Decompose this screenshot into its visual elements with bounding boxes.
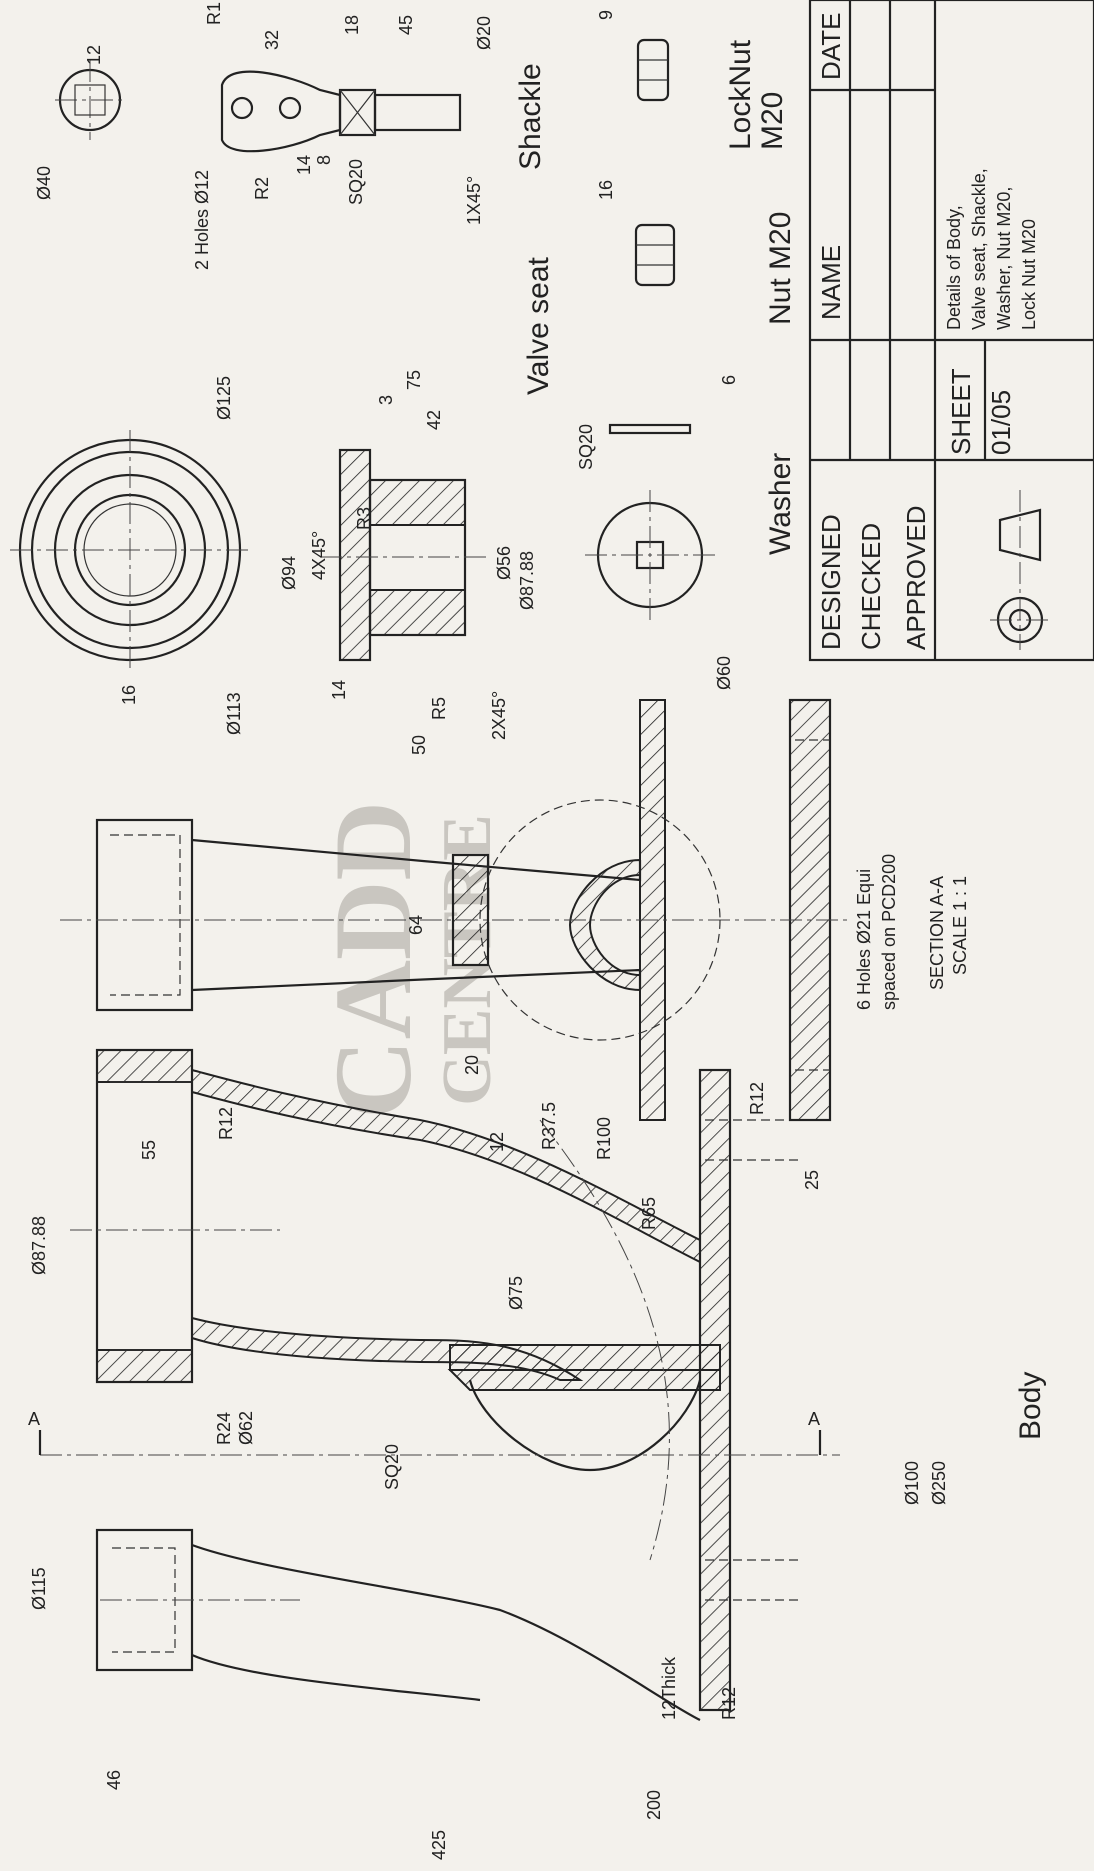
note-12thick: 12Thick: [659, 1656, 679, 1720]
dim-46: 46: [104, 1770, 124, 1790]
washer-view: SQ20 6 Ø60 Washer: [576, 375, 797, 690]
dim-12: 12: [487, 1132, 507, 1152]
dim-55: 55: [139, 1140, 159, 1160]
vs-dim-14: 14: [329, 680, 349, 700]
washer-dim-d60: Ø60: [714, 656, 734, 690]
locknut-view: 9 LockNut M20: [596, 10, 789, 150]
shackle-dim-d20: Ø20: [474, 16, 494, 50]
dim-r100: R100: [594, 1117, 614, 1160]
shackle-dim-12: 12: [84, 45, 104, 65]
vs-dim-d8788: Ø87.88: [517, 551, 537, 610]
nut-view: 16 Nut M20: [596, 180, 797, 325]
dim-64: 64: [406, 915, 426, 935]
shackle-dim-45: 45: [396, 15, 416, 35]
title-block: DESIGNED CHECKED APPROVED NAME DATE SHEE…: [808, 0, 1094, 662]
section-title-line1: SECTION A-A: [927, 876, 947, 990]
shackle-dim-sq20: SQ20: [346, 159, 366, 205]
tb-desc-line2: Valve seat, Shackle,: [969, 168, 989, 330]
section-view: [60, 698, 850, 1122]
watermark-line1: CADD: [312, 801, 434, 1119]
dim-r375: R37.5: [539, 1102, 559, 1150]
dim-r65: R65: [639, 1197, 659, 1230]
shackle-view: Ø40 12 2 Holes Ø12 R2 14 8 SQ20 1X45° 32…: [34, 2, 547, 270]
tb-desc-line4: Lock Nut M20: [1019, 219, 1039, 330]
section-marker-bottom: A: [808, 1409, 820, 1429]
vs-dim-75: 75: [404, 370, 424, 390]
nut-dim-16: 16: [596, 180, 616, 200]
vs-dim-2x45: 2X45°: [489, 691, 509, 740]
washer-dim-sq20: SQ20: [576, 424, 596, 470]
projection-symbol-icon: [990, 490, 1050, 650]
dim-425: 425: [429, 1830, 449, 1860]
label-nut: Nut M20: [764, 212, 797, 325]
dim-d250: Ø250: [929, 1461, 949, 1505]
vs-dim-42: 42: [424, 410, 444, 430]
label-shackle: Shackle: [514, 63, 547, 170]
vs-dim-4x45: 4X45°: [309, 531, 329, 580]
note-holes-line2: spaced on PCD200: [879, 854, 899, 1010]
tb-approved: APPROVED: [901, 506, 931, 651]
locknut-dim-9: 9: [596, 10, 616, 20]
dim-d125: Ø125: [214, 376, 234, 420]
shackle-dim-r1: R1: [204, 2, 224, 25]
body-view: A A: [28, 1048, 840, 1721]
dim-r12-lower: R12: [719, 1687, 739, 1720]
section-title-line2: SCALE 1 : 1: [950, 876, 970, 975]
shackle-dim-1x45: 1X45°: [464, 176, 484, 225]
tb-name: NAME: [816, 245, 846, 320]
tb-sheet-label: SHEET: [946, 368, 976, 455]
vs-dim-d94: Ø94: [279, 556, 299, 590]
dim-200: 200: [644, 1790, 664, 1820]
valve-seat-section: 14 50 R5 2X45° Ø94 4X45° R3 Ø56 Ø87.88 7…: [279, 256, 555, 755]
shackle-dim-14: 14: [294, 155, 314, 175]
tb-designed: DESIGNED: [816, 514, 846, 650]
label-locknut-line2: M20: [756, 92, 789, 150]
vs-dim-d56: Ø56: [494, 546, 514, 580]
tb-sheet-no: 01/05: [986, 390, 1016, 455]
washer-dim-6: 6: [719, 375, 739, 385]
label-washer: Washer: [764, 453, 797, 555]
dim-d8788: Ø87.88: [29, 1216, 49, 1275]
vs-dim-50: 50: [409, 735, 429, 755]
vs-dim-r5: R5: [429, 697, 449, 720]
dim-d100: Ø100: [902, 1461, 922, 1505]
tb-date: DATE: [816, 13, 846, 80]
dim-r12-section: R12: [747, 1082, 767, 1115]
dim-25: 25: [802, 1170, 822, 1190]
section-dimensions: 64 20 R37.5 R12 25 6 Holes Ø21 Equi spac…: [406, 854, 970, 1190]
section-marker-top: A: [28, 1409, 40, 1429]
note-holes-line1: 6 Holes Ø21 Equi: [854, 869, 874, 1010]
tb-desc-line1: Details of Body,: [944, 205, 964, 330]
dim-r12-top: R12: [216, 1107, 236, 1140]
dim-d62: Ø62: [236, 1411, 256, 1445]
dim-16: 16: [119, 685, 139, 705]
shackle-dim-8: 8: [314, 155, 334, 165]
valve-seat-end-view: Ø125 Ø113 16: [10, 376, 250, 735]
tb-checked: CHECKED: [856, 523, 886, 650]
dim-d115: Ø115: [29, 1567, 49, 1610]
dim-d113: Ø113: [224, 692, 244, 735]
label-valve-seat: Valve seat: [522, 256, 555, 395]
tb-desc-line3: Washer, Nut M20,: [994, 187, 1014, 330]
shackle-dim-d40: Ø40: [34, 166, 54, 200]
label-body: Body: [1014, 1372, 1047, 1440]
shackle-note-2holes: 2 Holes Ø12: [192, 170, 212, 270]
dim-d75: Ø75: [506, 1276, 526, 1310]
vs-dim-r3: R3: [354, 507, 374, 530]
label-locknut-line1: LockNut: [724, 39, 757, 150]
dim-20: 20: [462, 1055, 482, 1075]
shackle-dim-r2: R2: [252, 177, 272, 200]
shackle-dim-32: 32: [262, 30, 282, 50]
dim-r24: R24: [214, 1412, 234, 1445]
dim-sq20: SQ20: [382, 1444, 402, 1490]
shackle-dim-18: 18: [342, 15, 362, 35]
vs-dim-3: 3: [376, 395, 396, 405]
body-dimensions: Ø115 46 425 200 12Thick R12 R24 Ø62 SQ20…: [29, 1107, 1047, 1860]
